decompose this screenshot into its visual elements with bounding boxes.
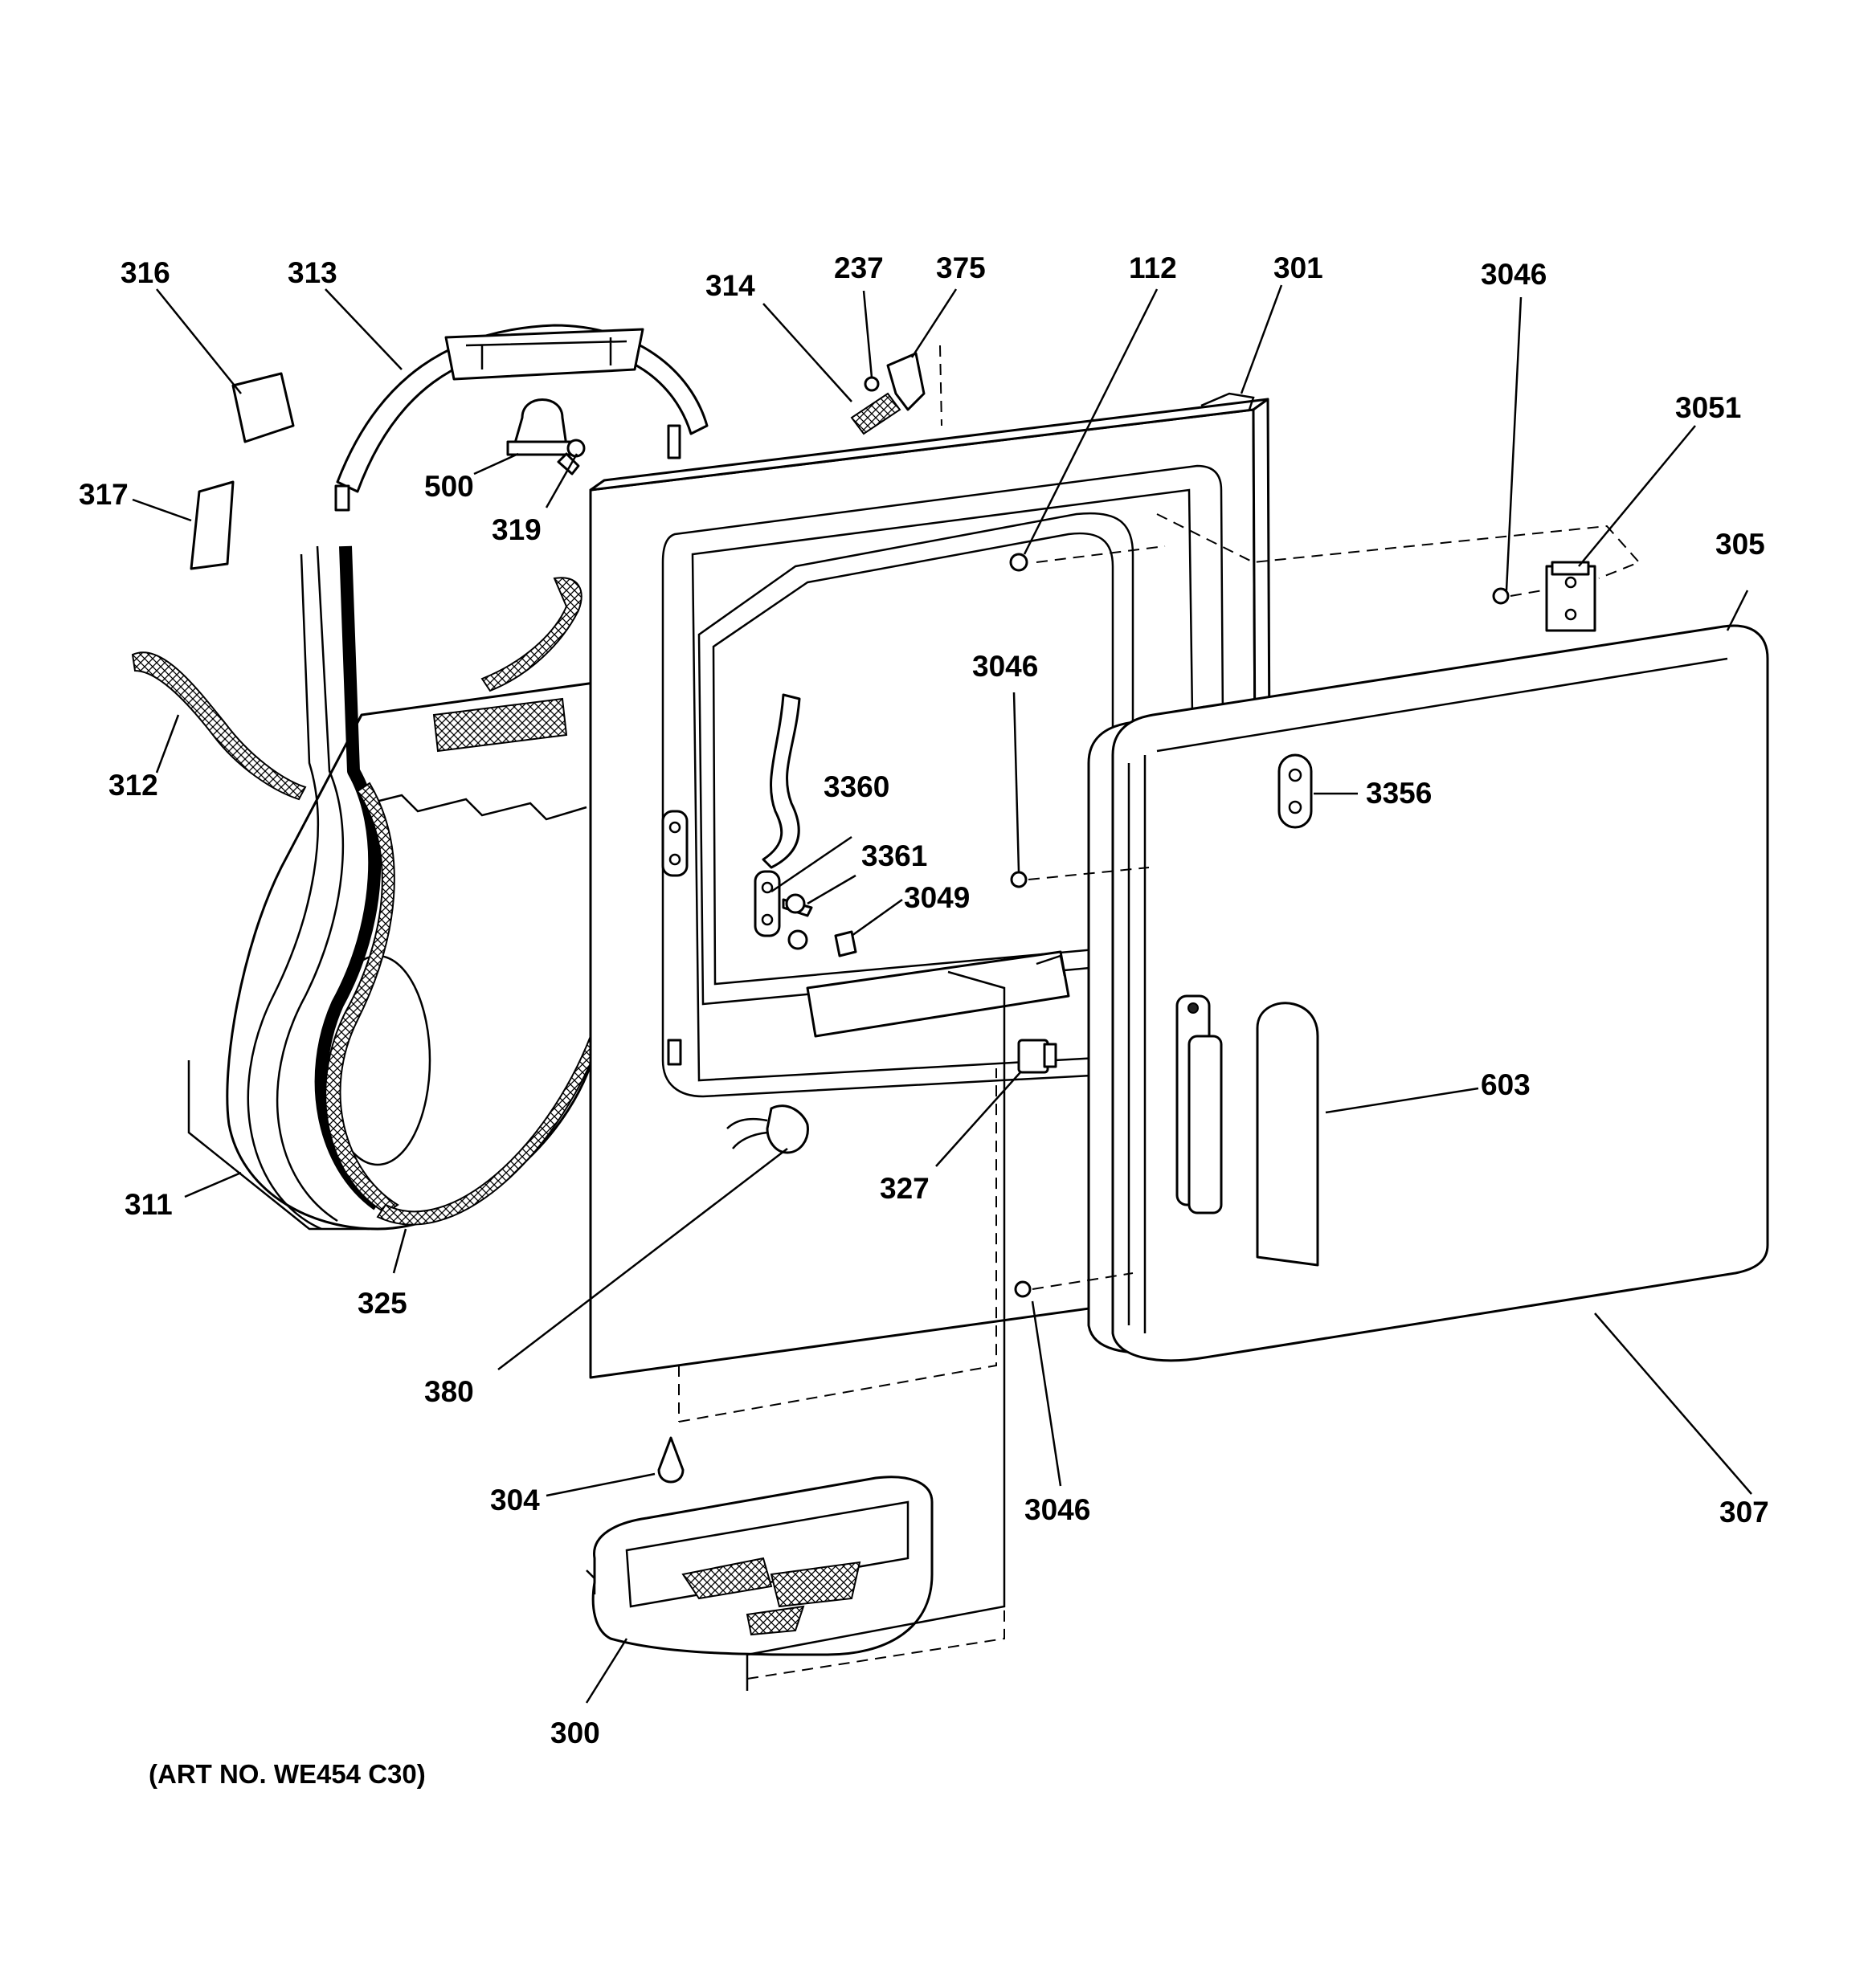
callout-300: 300 — [550, 1717, 600, 1749]
callout-3051: 3051 — [1675, 391, 1741, 424]
callout-375: 375 — [936, 251, 986, 284]
callout-3046-mid: 3046 — [972, 650, 1038, 683]
callout-305: 305 — [1715, 528, 1765, 561]
leader-lines — [132, 284, 1752, 1704]
callout-319: 319 — [492, 513, 542, 546]
callout-500: 500 — [424, 470, 474, 503]
callout-314: 314 — [705, 269, 755, 302]
callout-316: 316 — [121, 256, 170, 289]
callout-3360: 3360 — [824, 770, 889, 803]
callout-237: 237 — [834, 251, 884, 284]
callout-301: 301 — [1273, 251, 1323, 284]
callout-labels: 316 313 314 237 375 112 301 3046 3051 30… — [79, 251, 1769, 1749]
callout-380: 380 — [424, 1375, 474, 1408]
callout-3361: 3361 — [861, 839, 927, 872]
callout-304: 304 — [490, 1484, 540, 1517]
callout-3049: 3049 — [904, 881, 970, 914]
lint-filter — [586, 1476, 934, 1656]
callout-603: 603 — [1481, 1068, 1531, 1101]
alignment-lines — [187, 345, 1641, 1691]
callout-311: 311 — [125, 1188, 173, 1221]
callout-3356: 3356 — [1366, 777, 1432, 810]
callout-3046-top: 3046 — [1481, 258, 1547, 291]
callout-313: 313 — [288, 256, 337, 289]
callout-3046-bottom: 3046 — [1024, 1493, 1090, 1526]
hardware — [566, 352, 1510, 1298]
callout-327: 327 — [880, 1172, 930, 1205]
door-assembly — [1087, 561, 1769, 1362]
callout-317: 317 — [79, 478, 129, 511]
drum-front-assembly — [131, 324, 709, 1231]
art-number-caption: (ART NO. WE454 C30) — [149, 1759, 426, 1789]
callout-307: 307 — [1719, 1496, 1769, 1529]
callout-325: 325 — [358, 1287, 407, 1320]
callout-312: 312 — [108, 769, 158, 802]
callout-112: 112 — [1129, 251, 1177, 284]
